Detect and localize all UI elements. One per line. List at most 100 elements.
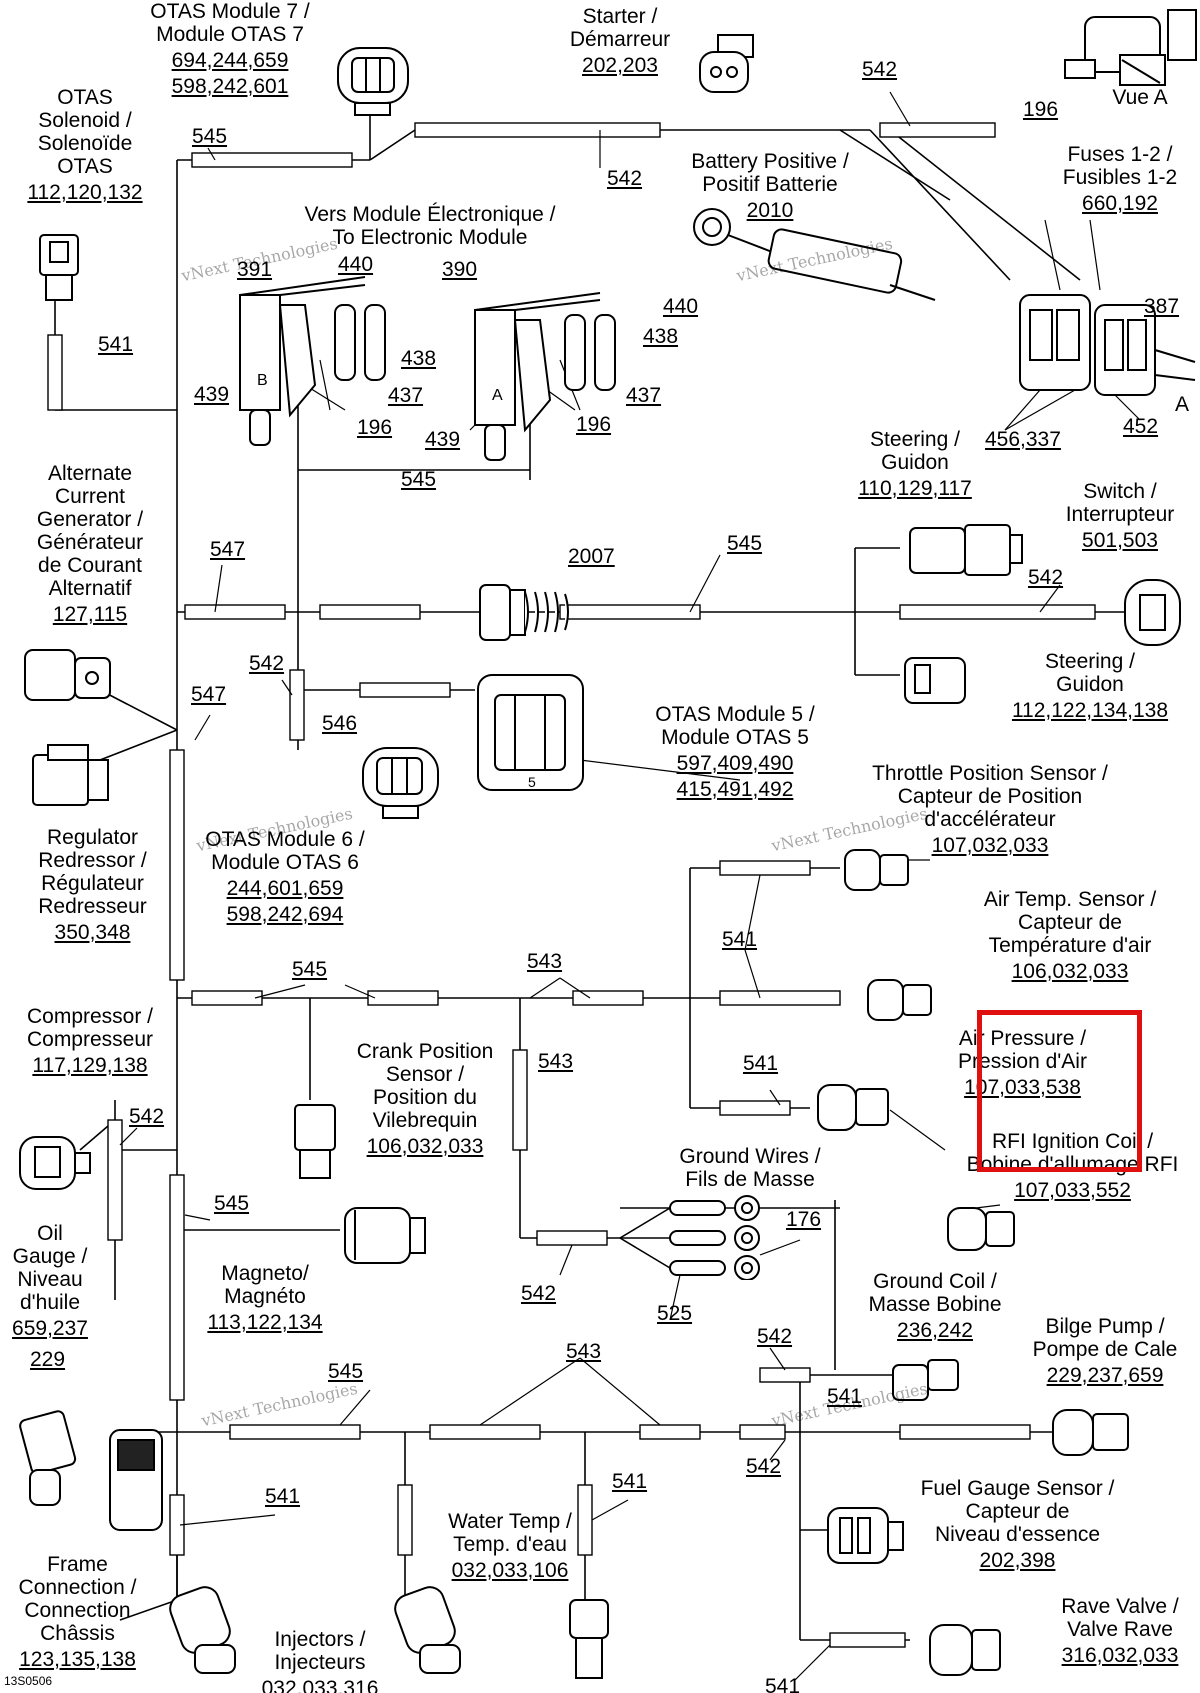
view-a-icon [1064,9,1197,86]
connector-2007-icon [479,584,569,641]
drawing-code: 13S0506 [4,1674,53,1688]
label-otas7: OTAS Module 7 /Module OTAS 7 694,244,659… [150,0,310,98]
ref-number: 542 [746,1455,782,1478]
ref-number: 541 [612,1470,648,1493]
rfi-coil-connector-icon [947,1207,1015,1251]
rave-valve-connector-icon [929,1624,1001,1676]
label-steering1: Steering /Guidon 110,129,117 [858,428,972,500]
label-air-pressure: Air Pressure /Pression d'Air 107,033,538 [958,1027,1087,1099]
ref-number: 437 [626,384,662,407]
svg-text:B: B [257,372,268,389]
ref-number: 542 [757,1325,793,1348]
frame-connection-icon [109,1429,163,1531]
label-starter: Starter /Démarreur 202,203 [569,5,671,77]
ref-number: 541 [827,1385,863,1408]
ground-coil-connector-icon [892,1359,959,1401]
ref-number: 440 [663,295,699,318]
regulator-connector-icon [32,744,109,806]
ref-number: 196 [357,416,393,439]
steering-connector-icon [909,524,1023,576]
ref-number: 542 [1028,566,1064,589]
tps-connector-icon [844,849,909,891]
ref-number: A [1175,393,1190,416]
ref-number: 545 [192,125,228,148]
ref-number: 525 [657,1302,693,1325]
water-temp-connector-icon [569,1599,609,1679]
ecm-connector-b-icon: B [239,276,386,446]
ref-number: 541 [743,1052,779,1075]
compressor-connector-icon [19,1136,91,1190]
label-ecm: Vers Module Électronique /To Electronic … [304,203,556,249]
switch-connector-icon [1124,579,1181,646]
otas7-connector-icon [337,47,409,116]
ref-number: 176 [786,1208,822,1231]
injector-left-icon [169,1586,236,1674]
otas6-connector-icon [362,747,439,819]
ref-number: 541 [98,333,134,356]
ecm-connector-a-icon: A [474,292,616,461]
ref-number: 196 [576,413,612,436]
air-temp-connector-icon [867,979,932,1021]
ref-number: 546 [322,712,358,735]
battery-cable-icon [693,208,936,301]
ref-number: 2007 [568,545,615,568]
injector-right-icon [394,1586,461,1674]
ref-number: 541 [765,1675,801,1693]
ref-number: 545 [727,532,763,555]
label-battery: Battery Positive /Positif Batterie 2010 [691,150,849,222]
crank-connector-icon [294,1104,336,1179]
label-water-temp: Water Temp /Temp. d'eau 032,033,106 [448,1510,572,1582]
ref-number: 438 [643,325,679,348]
magneto-connector-icon [344,1207,426,1264]
ref-number: 438 [401,347,437,370]
ref-number: 196 [1023,98,1059,121]
ref-number: 387 [1144,295,1180,318]
highlight-box [977,1010,1142,1172]
label-otas5: OTAS Module 5 /Module OTAS 5 597,409,490… [655,703,815,801]
ref-number: 543 [527,950,563,973]
air-pressure-connector-icon [817,1084,889,1131]
svg-text:5: 5 [528,774,536,790]
label-fuses: Fuses 1-2 /Fusibles 1-2 660,192 [1062,143,1178,215]
ref-number: 542 [249,652,285,675]
alternator-connector-icon [24,649,111,701]
ref-number: 545 [401,468,437,491]
ref-number: 542 [862,58,898,81]
ref-number: 390 [442,258,478,281]
ref-number: 542 [521,1282,557,1305]
ref-number: 439 [425,428,461,451]
label-ground-wires: Ground Wires /Fils de Masse [679,1145,821,1191]
ref-number: 542 [607,167,643,190]
ref-number: 456,337 [985,428,1061,451]
label-bilge-pump: Bilge Pump /Pompe de Cale 229,237,659 [1032,1315,1178,1387]
ref-number: 439 [194,383,230,406]
ref-number: 545 [214,1192,250,1215]
ref-number: 543 [566,1340,602,1363]
fuel-gauge-connector-icon [827,1507,904,1564]
ref-number: 541 [722,928,758,951]
ref-number: 391 [237,258,273,281]
ground-wires-icon [669,1195,760,1280]
bilge-pump-connector-icon [1052,1409,1129,1456]
starter-connector-icon [699,34,754,93]
label-view-a: Vue A [1112,86,1168,109]
label-otas6: OTAS Module 6 /Module OTAS 6 244,601,659… [205,828,365,926]
ref-number: 542 [129,1105,165,1128]
ref-number: 547 [191,683,227,706]
label-injectors: Injectors /Injecteurs 032,033,316 [261,1628,379,1693]
label-steering2: Steering /Guidon 112,122,134,138 [1011,650,1169,722]
ref-number: 541 [265,1485,301,1508]
fuse-holder-icon [1019,294,1196,396]
ref-number: 452 [1123,415,1159,438]
ref-number: 437 [388,384,424,407]
ref-number: 547 [210,538,246,561]
ref-number: 543 [538,1050,574,1073]
